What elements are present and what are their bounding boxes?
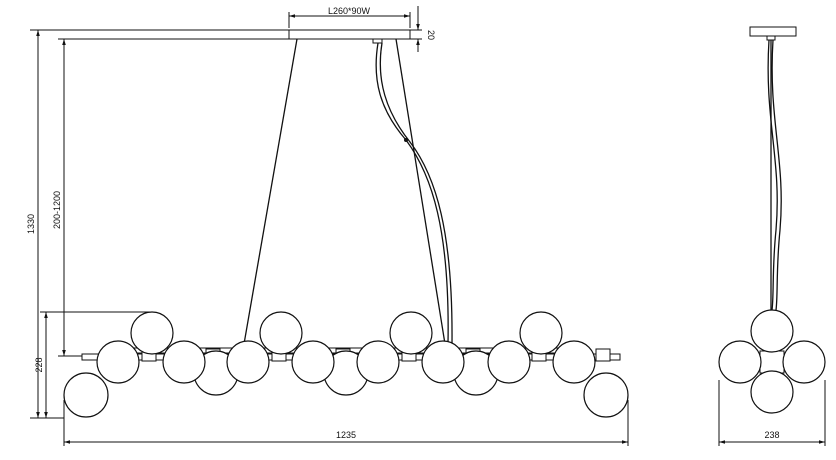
- label-body-height: 228: [34, 357, 44, 372]
- cable-connector: [372, 38, 383, 44]
- side-globe-right: [782, 340, 826, 384]
- dimension-side-width: 238: [718, 380, 826, 446]
- globe-middle: [356, 340, 400, 384]
- dimension-body-height: 228: [34, 311, 152, 419]
- globe-top: [389, 311, 433, 355]
- side-view: [718, 26, 826, 414]
- globe-middle: [552, 340, 596, 384]
- canopy: [288, 29, 411, 40]
- label-total-length: 1235: [336, 430, 356, 440]
- globe-middle: [421, 340, 465, 384]
- label-side-width: 238: [764, 430, 779, 440]
- power-cable-inner: [379, 42, 453, 345]
- side-canopy: [749, 26, 797, 37]
- side-globe-left: [718, 340, 762, 384]
- globe-top: [130, 311, 174, 355]
- label-canopy-height: 20: [426, 30, 436, 40]
- side-globe-top: [750, 309, 794, 353]
- globe-top: [519, 311, 563, 355]
- dimension-canopy-length: L260*90W: [288, 6, 411, 28]
- globe-middle: [226, 340, 270, 384]
- label-canopy: L260*90W: [328, 6, 371, 16]
- dimension-cable-range: 200-1200: [52, 38, 289, 357]
- wire-left: [243, 38, 298, 345]
- globe-top: [259, 311, 303, 355]
- power-cable: [375, 42, 449, 345]
- side-globe-bottom: [750, 370, 794, 414]
- side-connector: [766, 35, 776, 41]
- globe-middle: [162, 340, 206, 384]
- dimension-canopy-height: 20: [410, 6, 436, 52]
- globe-middle: [96, 340, 140, 384]
- label-total-height: 1330: [26, 214, 36, 234]
- globe-bottom: [583, 372, 629, 418]
- label-cable-range: 200-1200: [52, 191, 62, 229]
- wire-right: [395, 38, 446, 345]
- dimension-total-length: 1235: [63, 400, 629, 446]
- front-view: [63, 29, 629, 418]
- globe-bottom: [63, 372, 109, 418]
- globe-middle: [291, 340, 335, 384]
- cable-clip: [404, 138, 408, 142]
- globe-middle: [487, 340, 531, 384]
- side-hub: [759, 350, 785, 374]
